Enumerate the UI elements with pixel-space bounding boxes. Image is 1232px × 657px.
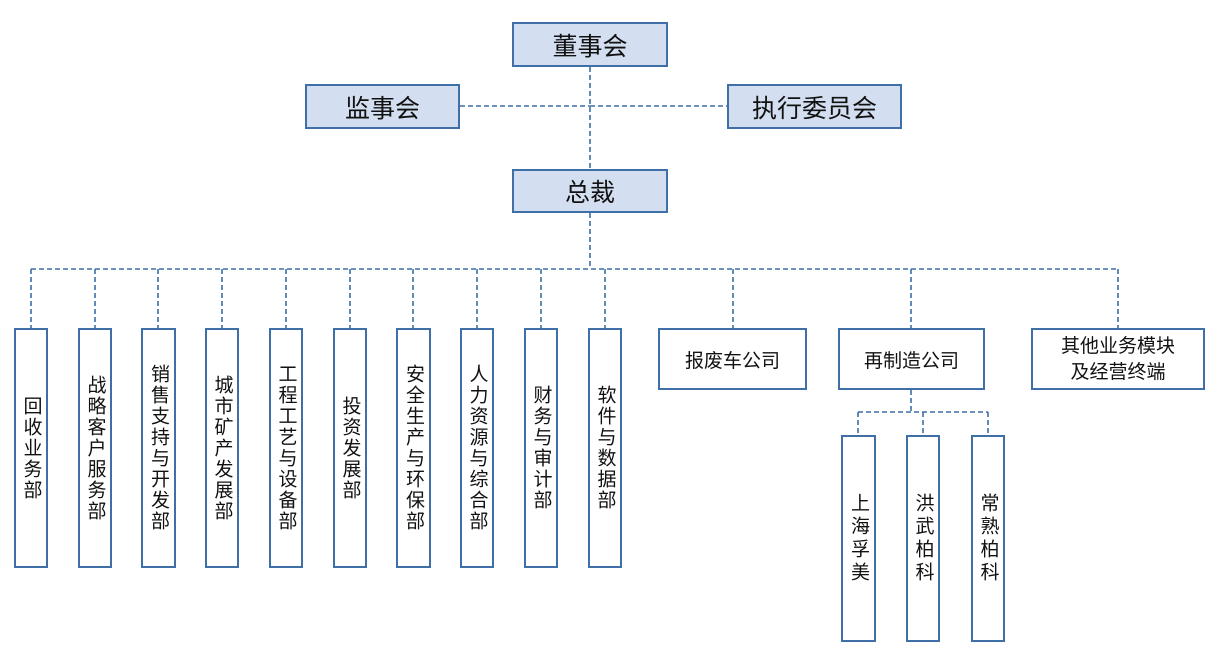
executive-node: 执行委员会 — [727, 84, 902, 129]
scrap-car-company-node: 报废车公司 — [658, 328, 807, 390]
dept-node: 战略客户服务部 — [78, 328, 112, 568]
dept-label: 人力资源与综合部 — [466, 364, 489, 532]
subsidiary-label: 常熟柏科 — [977, 492, 1000, 585]
dept-node: 财务与审计部 — [524, 328, 558, 568]
subsidiary-label: 洪武柏科 — [912, 492, 935, 585]
president-node: 总裁 — [512, 169, 668, 213]
other-business-node: 其他业务模块 及经营终端 — [1031, 328, 1205, 390]
dept-node: 安全生产与环保部 — [396, 328, 431, 568]
dept-node: 投资发展部 — [333, 328, 367, 568]
dept-label: 城市矿产发展部 — [211, 374, 234, 522]
dept-label: 软件与数据部 — [594, 385, 617, 511]
board-label: 董事会 — [552, 31, 628, 61]
dept-node: 销售支持与开发部 — [141, 328, 176, 568]
dept-node: 工程工艺与设备部 — [269, 328, 303, 568]
dept-node: 城市矿产发展部 — [205, 328, 239, 568]
reman-company-node: 再制造公司 — [838, 328, 985, 390]
dept-node: 软件与数据部 — [588, 328, 622, 568]
other-business-label-line2: 及经营终端 — [1070, 361, 1166, 383]
dept-label: 战略客户服务部 — [84, 374, 107, 522]
scrap-car-company-label: 报废车公司 — [684, 349, 780, 372]
other-business-label-line1: 其他业务模块 — [1060, 335, 1175, 357]
supervisors-label: 监事会 — [344, 93, 420, 123]
dept-node: 回收业务部 — [14, 328, 48, 568]
dept-label: 安全生产与环保部 — [403, 364, 425, 532]
dept-label: 财务与审计部 — [530, 385, 553, 511]
president-label: 总裁 — [564, 178, 615, 207]
subsidiary-node: 洪武柏科 — [906, 435, 940, 642]
subsidiary-node: 常熟柏科 — [971, 435, 1005, 642]
reman-company-label: 再制造公司 — [863, 349, 959, 372]
subsidiary-label: 上海孚美 — [848, 492, 870, 585]
dept-node: 人力资源与综合部 — [460, 328, 494, 568]
board-node: 董事会 — [512, 22, 668, 67]
dept-label: 销售支持与开发部 — [148, 364, 170, 532]
dept-label: 回收业务部 — [20, 395, 43, 501]
executive-label: 执行委员会 — [751, 93, 877, 123]
supervisors-node: 监事会 — [305, 84, 460, 129]
subsidiary-node: 上海孚美 — [841, 435, 876, 642]
dept-label: 工程工艺与设备部 — [275, 364, 298, 532]
dept-label: 投资发展部 — [339, 395, 362, 501]
